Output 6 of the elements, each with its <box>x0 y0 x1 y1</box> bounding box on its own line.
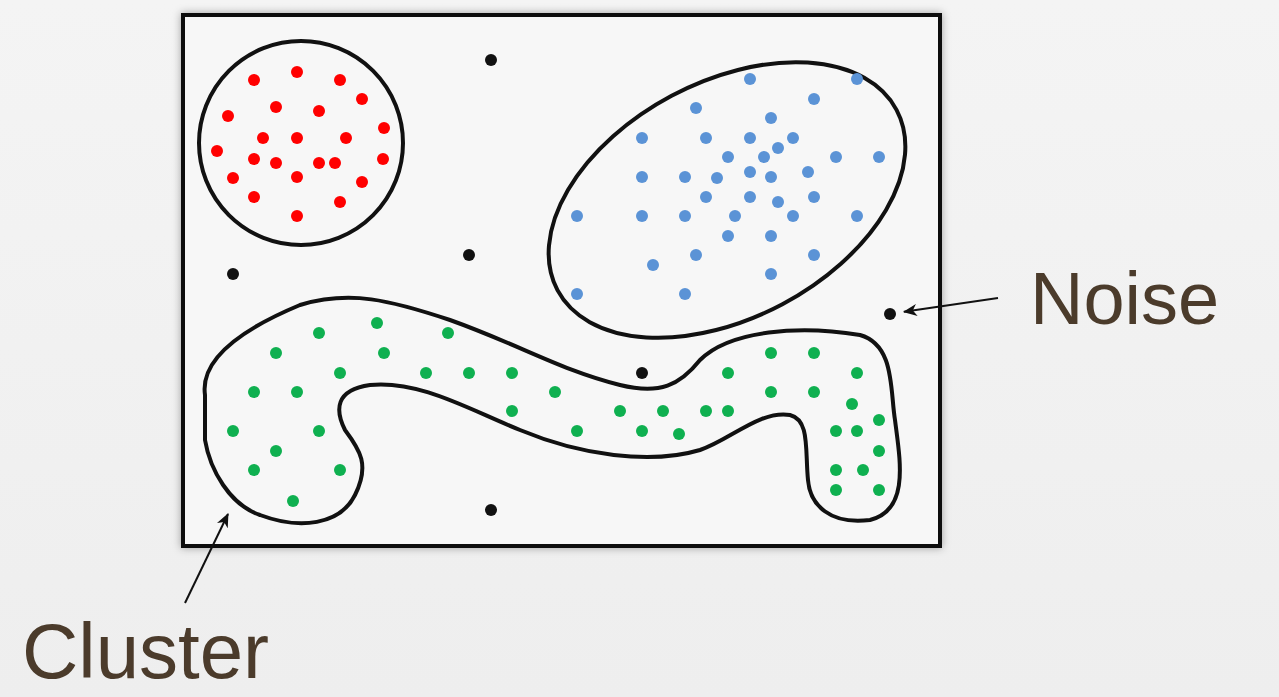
noise-point <box>884 308 896 320</box>
arrow <box>902 297 999 316</box>
callout-label: Cluster <box>22 612 270 690</box>
callout-label: Noise <box>1030 262 1220 336</box>
blob-cluster-drawing <box>202 295 902 526</box>
arrow <box>184 513 229 604</box>
